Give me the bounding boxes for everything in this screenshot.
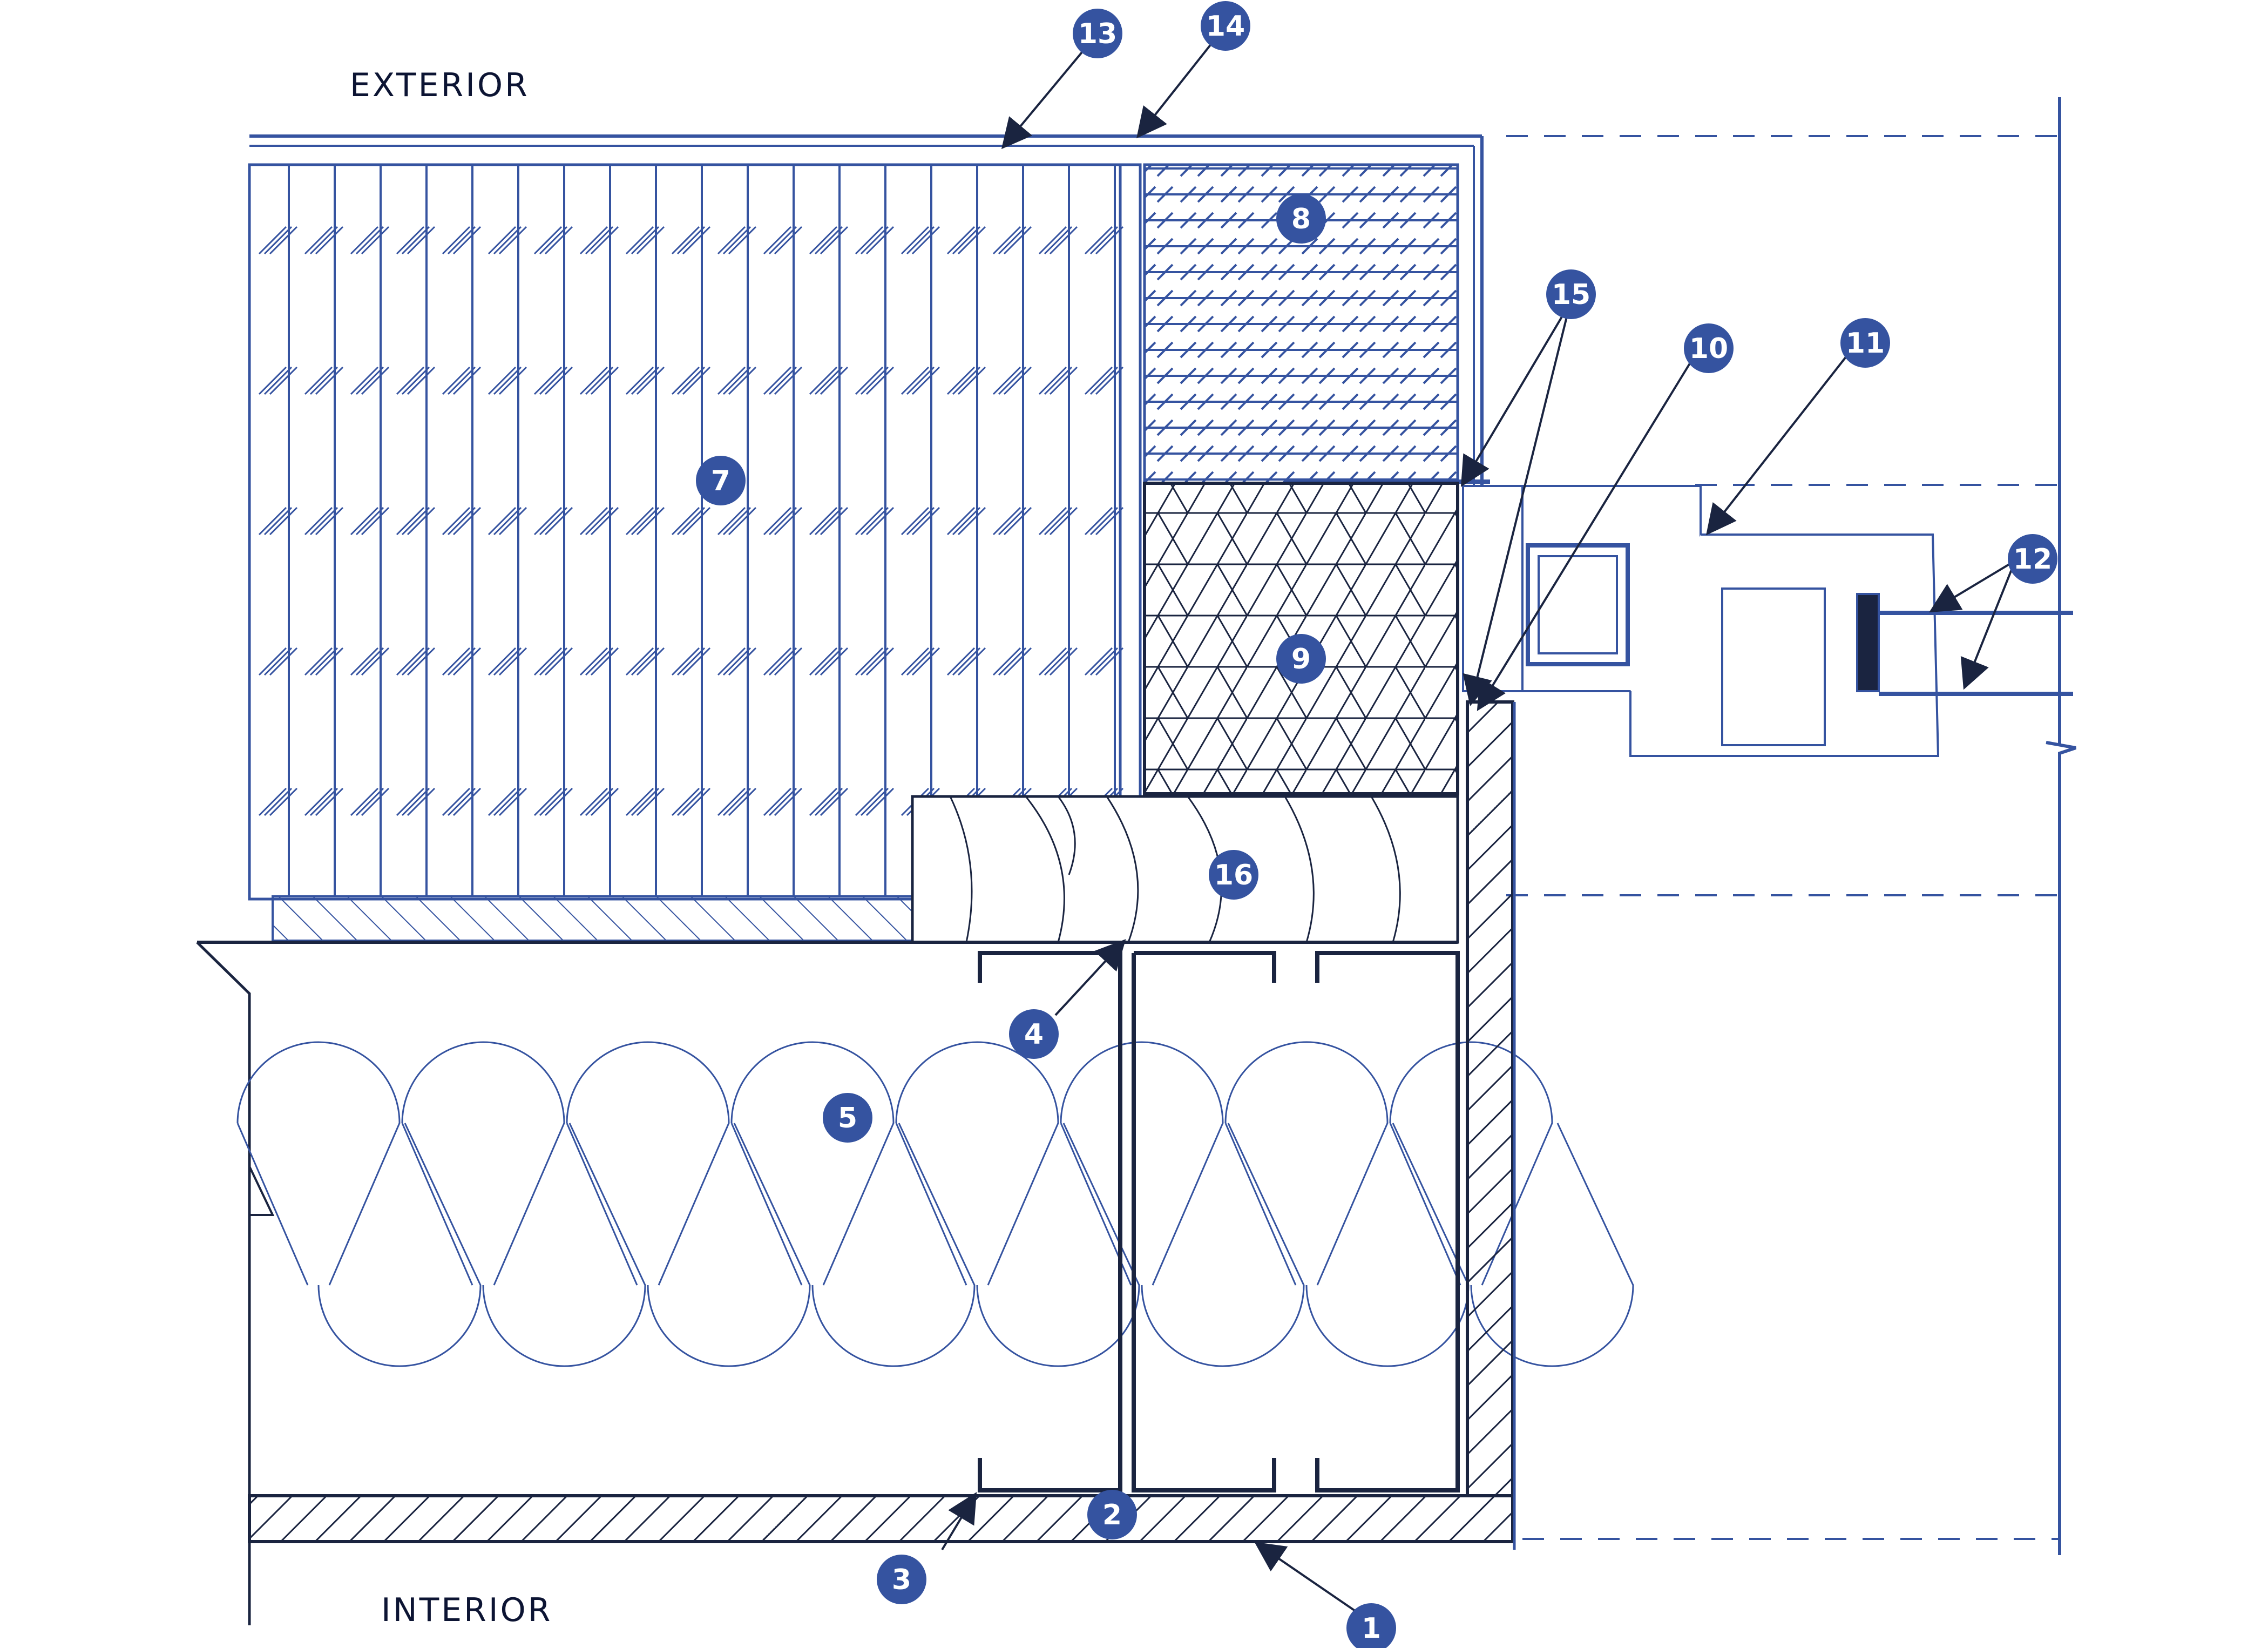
callout-16-text: 16 <box>1214 859 1253 891</box>
leader-lines <box>941 25 2015 1616</box>
interior-label: INTERIOR <box>381 1591 552 1629</box>
callout-10: 10 <box>1684 323 1734 373</box>
callout-1: 1 <box>1346 1603 1396 1648</box>
callout-11: 11 <box>1840 318 1890 368</box>
interior-gypsum-board <box>248 700 1516 1550</box>
callout-3-text: 3 <box>892 1564 911 1596</box>
callout-5: 5 <box>823 1093 872 1143</box>
callout-2-text: 2 <box>1102 1499 1122 1531</box>
callout-3: 3 <box>877 1555 926 1604</box>
batt-insulation-5 <box>236 1041 1634 1367</box>
callout-13-text: 13 <box>1078 18 1117 50</box>
callout-16: 16 <box>1209 850 1258 900</box>
steel-studs-4 <box>978 951 1460 1492</box>
dashed-reference-lines <box>1506 135 2060 1540</box>
callout-4-text: 4 <box>1024 1018 1044 1051</box>
callout-15: 15 <box>1546 269 1596 319</box>
callout-9-text: 9 <box>1291 643 1311 676</box>
right-break-line <box>2046 97 2076 1555</box>
timber-blocking-16 <box>911 795 1459 944</box>
window-frame-11 <box>1462 485 2073 757</box>
wall-assembly <box>196 941 1458 1625</box>
callout-2: 2 <box>1087 1490 1137 1539</box>
callout-8: 8 <box>1276 194 1326 244</box>
callout-14: 14 <box>1201 1 1250 51</box>
exterior-skin-lines <box>249 134 1484 486</box>
callout-4: 4 <box>1009 1009 1059 1059</box>
callout-7: 7 <box>696 456 746 505</box>
callout-7-text: 7 <box>711 465 730 497</box>
callout-12-text: 12 <box>2013 543 2052 576</box>
callout-15-text: 15 <box>1552 279 1590 311</box>
exterior-label: EXTERIOR <box>350 66 530 104</box>
callout-13: 13 <box>1073 9 1122 58</box>
callout-14-text: 14 <box>1206 10 1245 43</box>
callout-1-text: 1 <box>1362 1612 1381 1645</box>
callout-5-text: 5 <box>838 1102 857 1134</box>
callout-11-text: 11 <box>1846 327 1885 360</box>
callout-8-text: 8 <box>1291 203 1311 235</box>
callout-9: 9 <box>1276 634 1326 684</box>
callout-10-text: 10 <box>1689 333 1728 365</box>
callout-12: 12 <box>2008 534 2057 584</box>
panel-cladding-7 <box>248 163 1142 942</box>
